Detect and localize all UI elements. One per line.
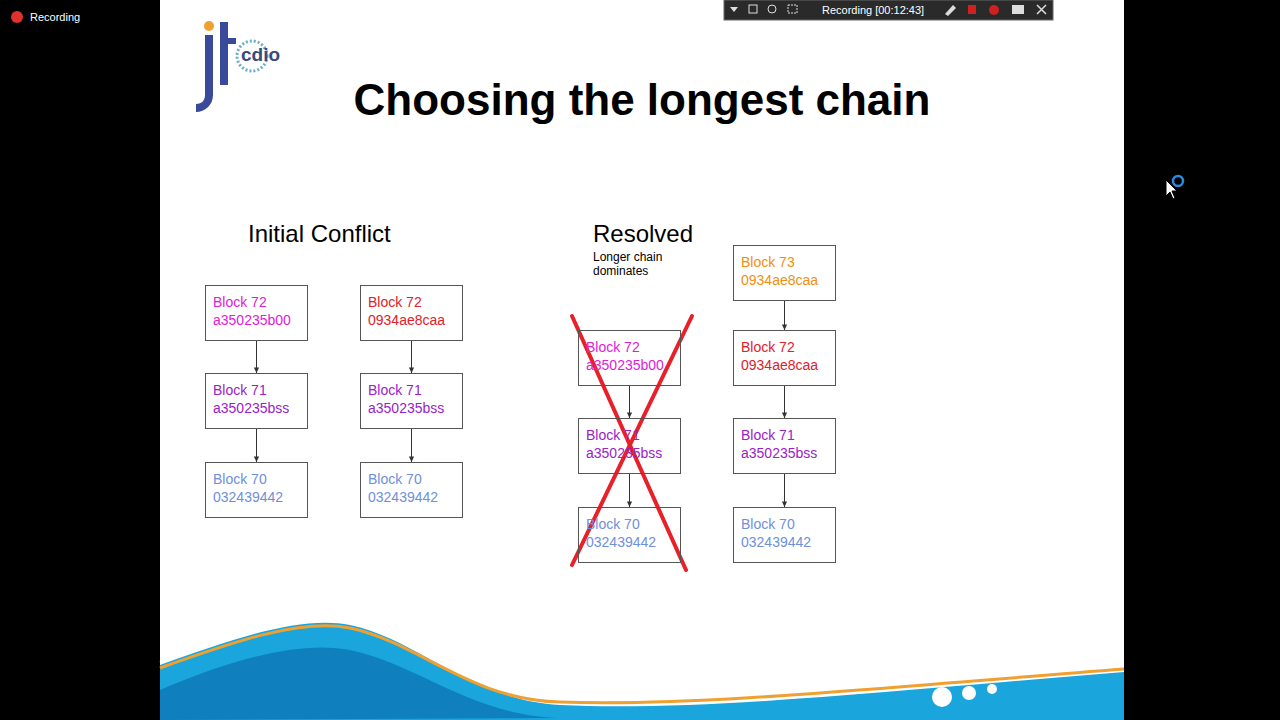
busy-ring	[1173, 176, 1183, 186]
block-box: Block 730934ae8caa	[733, 245, 836, 301]
wave-dot	[932, 687, 952, 707]
chain-link	[409, 429, 414, 462]
logo-mark	[220, 22, 236, 85]
chain-link	[254, 429, 259, 462]
block-box: Block 71a350235bss	[733, 418, 836, 474]
wave-band-dark	[160, 647, 560, 720]
logo-dot	[204, 21, 214, 31]
toolbar-icon	[989, 5, 999, 15]
toolbar-icon	[945, 5, 956, 16]
block-number: Block 70	[213, 470, 300, 488]
block-box: Block 70032439442	[360, 462, 463, 518]
logo-text: cdio	[241, 44, 280, 66]
section-heading: Initial Conflict	[248, 220, 391, 248]
chain-link	[782, 474, 787, 507]
block-box: Block 720934ae8caa	[733, 330, 836, 386]
block-hash: 032439442	[741, 533, 828, 551]
block-box: Block 71a350235bss	[205, 373, 308, 429]
chain-link	[782, 301, 787, 330]
block-hash: a350235bss	[586, 444, 673, 462]
block-number: Block 71	[586, 426, 673, 444]
logo-mark	[196, 35, 213, 112]
block-box: Block 71a350235bss	[360, 373, 463, 429]
block-hash: 032439442	[368, 488, 455, 506]
block-number: Block 72	[213, 293, 300, 311]
block-hash: 032439442	[213, 488, 300, 506]
toolbar-icon	[768, 5, 776, 13]
block-hash: a350235bss	[368, 399, 455, 417]
toolbar-icon	[730, 7, 738, 12]
chain-link	[254, 341, 259, 373]
section-note: Longer chain dominates	[593, 250, 693, 278]
block-box: Block 70032439442	[205, 462, 308, 518]
recording-toolbar	[724, 0, 1053, 20]
block-number: Block 70	[741, 515, 828, 533]
block-box: Block 70032439442	[578, 507, 681, 563]
toolbar-icon	[968, 5, 976, 14]
toolbar-icon	[1037, 5, 1046, 14]
toolbar-icon	[749, 5, 757, 13]
wave-dot	[987, 684, 997, 694]
block-hash: a350235b00	[213, 311, 300, 329]
toolbar-icon	[1012, 5, 1024, 14]
block-box: Block 72a350235b00	[578, 330, 681, 386]
chain-link	[782, 386, 787, 418]
toolbar-icon	[788, 5, 797, 13]
block-hash: a350235bss	[741, 444, 828, 462]
cross-mark	[572, 316, 692, 565]
block-number: Block 72	[741, 338, 828, 356]
chain-link	[409, 341, 414, 373]
block-number: Block 71	[368, 381, 455, 399]
block-box: Block 72a350235b00	[205, 285, 308, 341]
block-number: Block 71	[213, 381, 300, 399]
toolbar-timer: Recording [00:12:43]	[822, 4, 924, 16]
block-number: Block 71	[741, 426, 828, 444]
block-hash: a350235b00	[586, 356, 673, 374]
mouse-cursor	[1166, 180, 1177, 199]
block-hash: 0934ae8caa	[368, 311, 455, 329]
section-heading: Resolved	[593, 220, 693, 248]
wave-line-white	[160, 620, 1124, 699]
block-hash: 032439442	[586, 533, 673, 551]
chain-link	[627, 474, 632, 507]
slide-title: Choosing the longest chain	[354, 75, 931, 125]
block-hash: 0934ae8caa	[741, 271, 828, 289]
block-hash: a350235bss	[213, 399, 300, 417]
wave-dot	[962, 686, 976, 700]
record-dot	[11, 11, 23, 23]
block-number: Block 70	[586, 515, 673, 533]
block-number: Block 73	[741, 253, 828, 271]
recording-indicator: Recording	[30, 11, 80, 23]
block-number: Block 72	[586, 338, 673, 356]
block-box: Block 71a350235bss	[578, 418, 681, 474]
wave-band	[160, 623, 1124, 720]
chain-link	[627, 386, 632, 418]
wave-line	[160, 626, 1124, 703]
block-box: Block 720934ae8caa	[360, 285, 463, 341]
block-box: Block 70032439442	[733, 507, 836, 563]
block-number: Block 72	[368, 293, 455, 311]
block-number: Block 70	[368, 470, 455, 488]
block-hash: 0934ae8caa	[741, 356, 828, 374]
cross-mark	[572, 316, 686, 570]
